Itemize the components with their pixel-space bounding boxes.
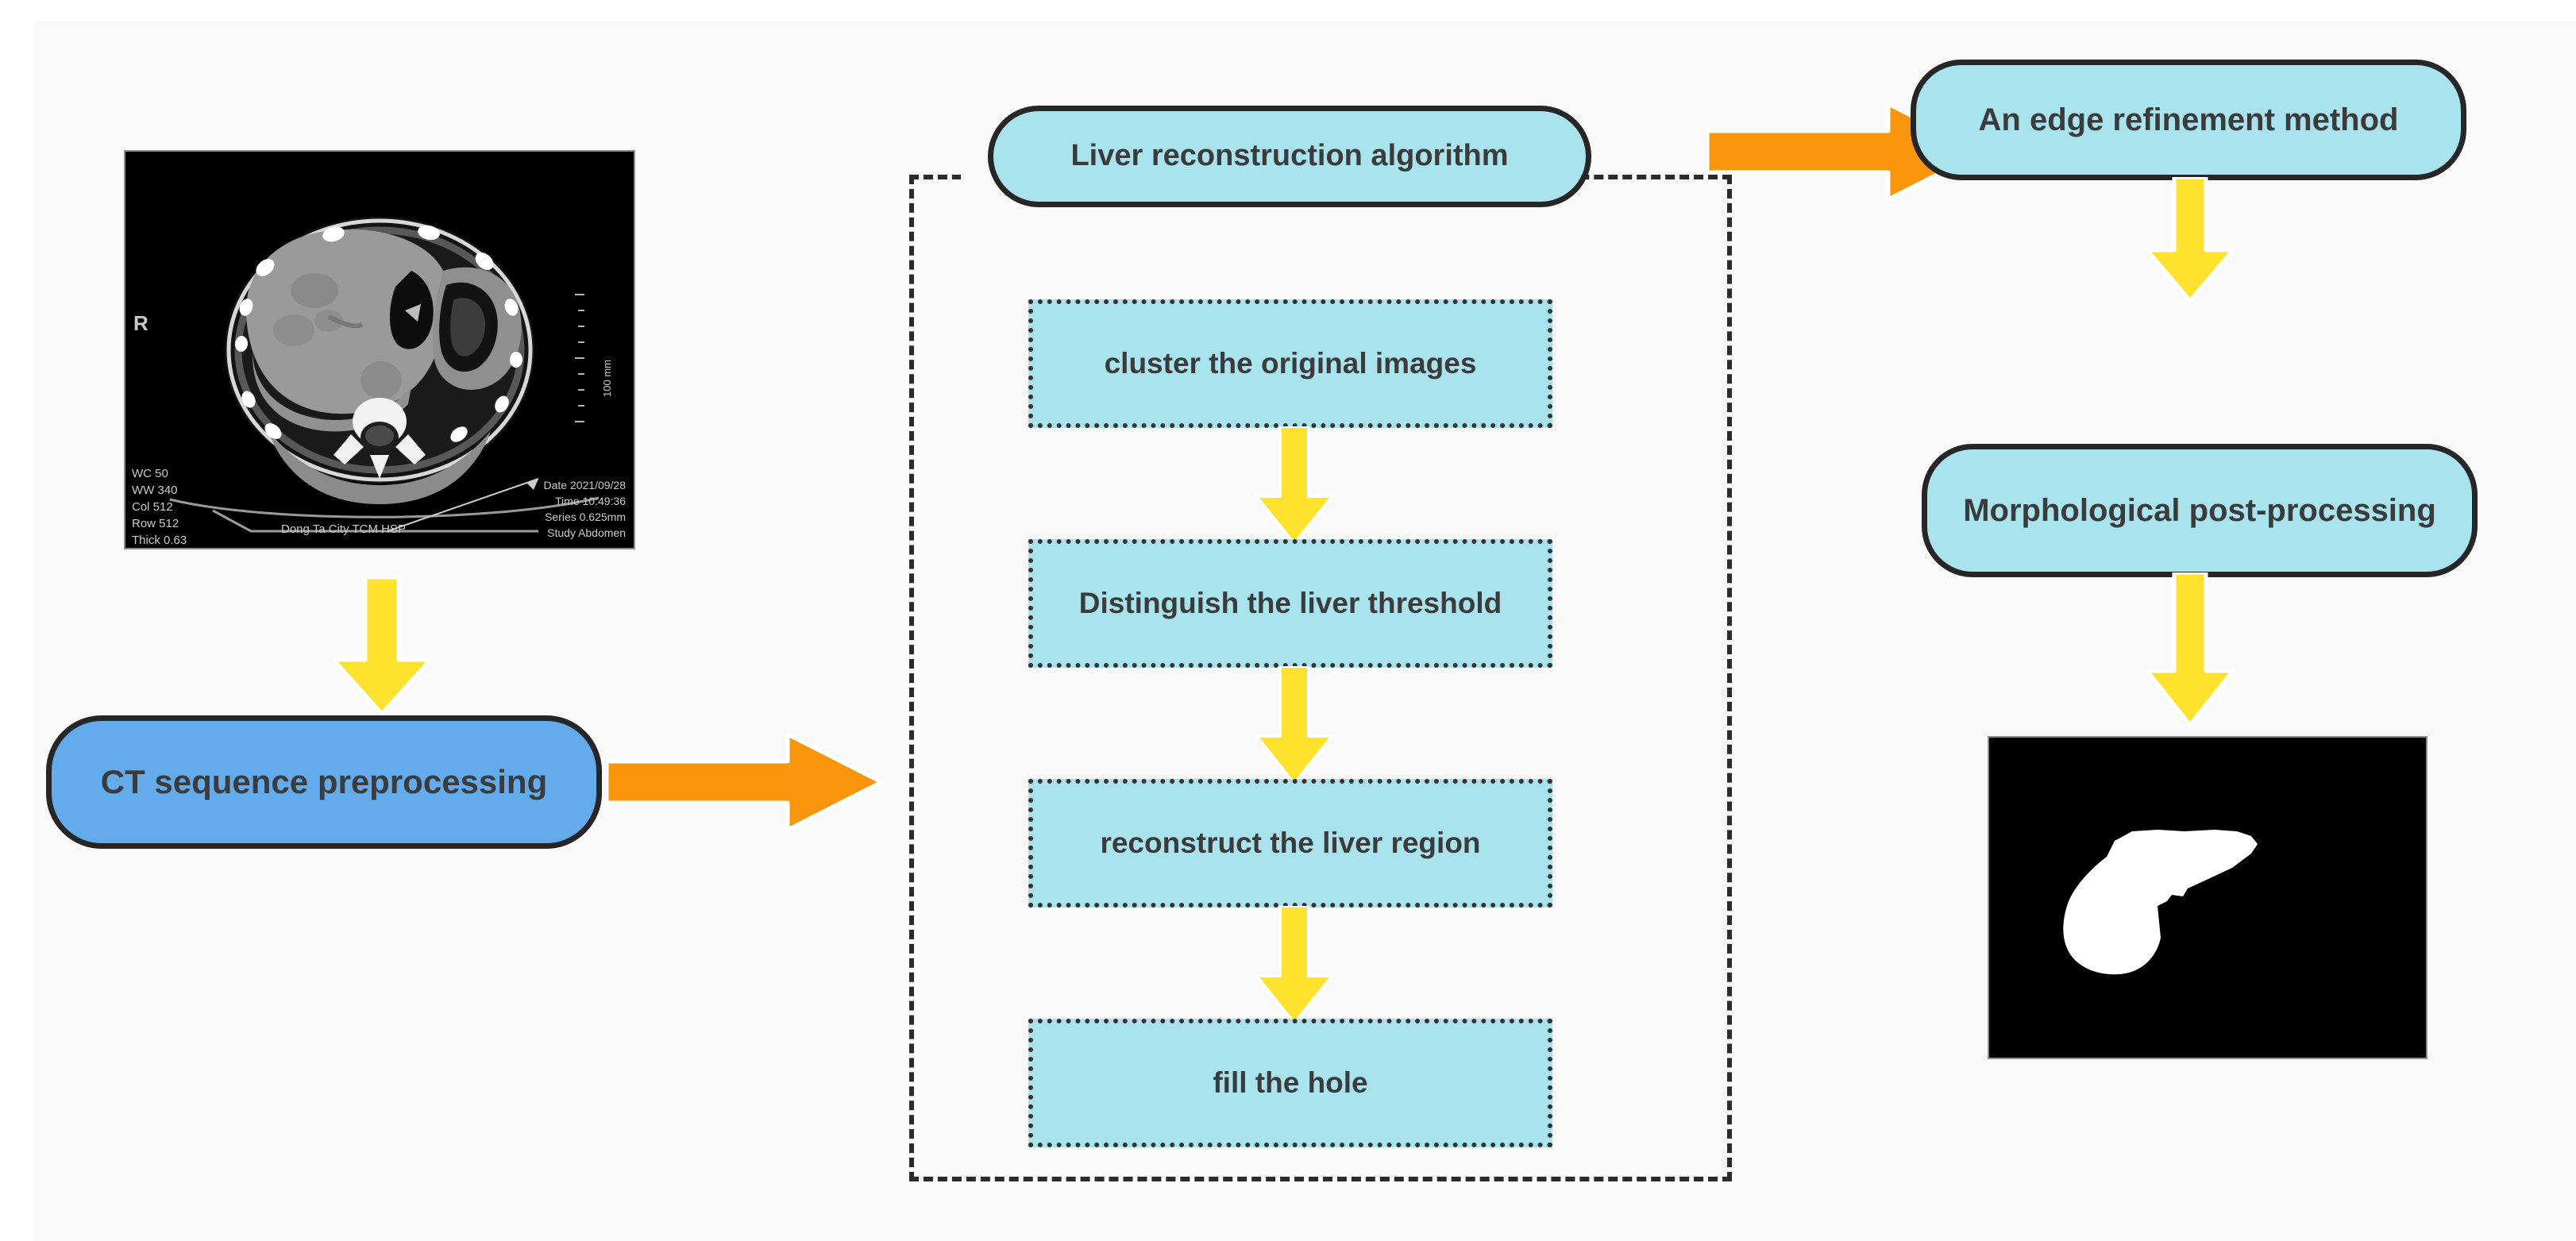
ct-overlay-right-line-3: Study Abdomen <box>547 526 626 539</box>
arrow-threshold-to-reconstruct <box>1253 666 1336 787</box>
diagram-stage: R WC 50 WW 340 Col 512 Row 512 Thick 0.6… <box>33 21 2576 1241</box>
liver-mask-image <box>1989 738 2426 1058</box>
ct-overlay-right-line-1: Time 10:49:36 <box>555 495 626 507</box>
edge-refinement-box[interactable]: An edge refinement method <box>1911 60 2466 180</box>
step-reconstruct-the-liver-region[interactable]: reconstruct the liver region <box>1028 779 1552 908</box>
ct-preprocessing-box[interactable]: CT sequence preprocessing <box>46 715 602 849</box>
arrow-cluster-to-threshold <box>1253 426 1336 547</box>
ct-overlay-left-line-0: WC 50 <box>132 467 168 480</box>
ct-slice-render <box>125 152 634 548</box>
arrow-ct-to-preprocessing <box>330 577 434 717</box>
arrow-morphological-to-mask <box>2144 572 2236 728</box>
step-fill-label: fill the hole <box>1213 1066 1368 1099</box>
ct-overlay-scale-label: 100 mm <box>600 360 613 397</box>
arrow-edge-to-morphological <box>2144 177 2236 304</box>
step-reconstruct-label: reconstruct the liver region <box>1100 826 1481 859</box>
morphological-post-processing-label: Morphological post-processing <box>1963 493 2436 528</box>
step-cluster-the-original-images[interactable]: cluster the original images <box>1028 299 1552 428</box>
step-threshold-label: Distinguish the liver threshold <box>1078 586 1502 619</box>
step-fill-the-hole[interactable]: fill the hole <box>1028 1019 1552 1147</box>
ct-preprocessing-label: CT sequence preprocessing <box>100 762 548 800</box>
step-distinguish-the-liver-threshold[interactable]: Distinguish the liver threshold <box>1028 539 1552 668</box>
arrow-preprocessing-to-group <box>607 733 885 831</box>
ct-overlay-left-line-2: Col 512 <box>132 500 173 514</box>
ct-overlay-left-line-3: Row 512 <box>132 517 179 530</box>
liver-mask-render <box>1989 738 2426 1058</box>
liver-reconstruction-box[interactable]: Liver reconstruction algorithm <box>988 106 1591 207</box>
arrow-reconstruct-to-fill <box>1253 906 1336 1027</box>
liver-reconstruction-label: Liver reconstruction algorithm <box>1070 139 1509 173</box>
edge-refinement-label: An edge refinement method <box>1978 102 2399 137</box>
ct-input-image: R WC 50 WW 340 Col 512 Row 512 Thick 0.6… <box>125 152 634 548</box>
morphological-post-processing-box[interactable]: Morphological post-processing <box>1922 444 2478 577</box>
ct-overlay-left-line-1: WW 340 <box>132 484 178 497</box>
ct-overlay-institution: Dong Ta City TCM HSP <box>281 522 406 536</box>
ct-overlay-right-line-2: Series 0.625mm <box>545 511 626 523</box>
step-cluster-label: cluster the original images <box>1104 346 1477 380</box>
ct-overlay-orientation: R <box>133 311 148 335</box>
ct-overlay-right-line-0: Date 2021/09/28 <box>543 479 626 491</box>
ct-overlay-left-line-4: Thick 0.63 <box>132 534 187 547</box>
